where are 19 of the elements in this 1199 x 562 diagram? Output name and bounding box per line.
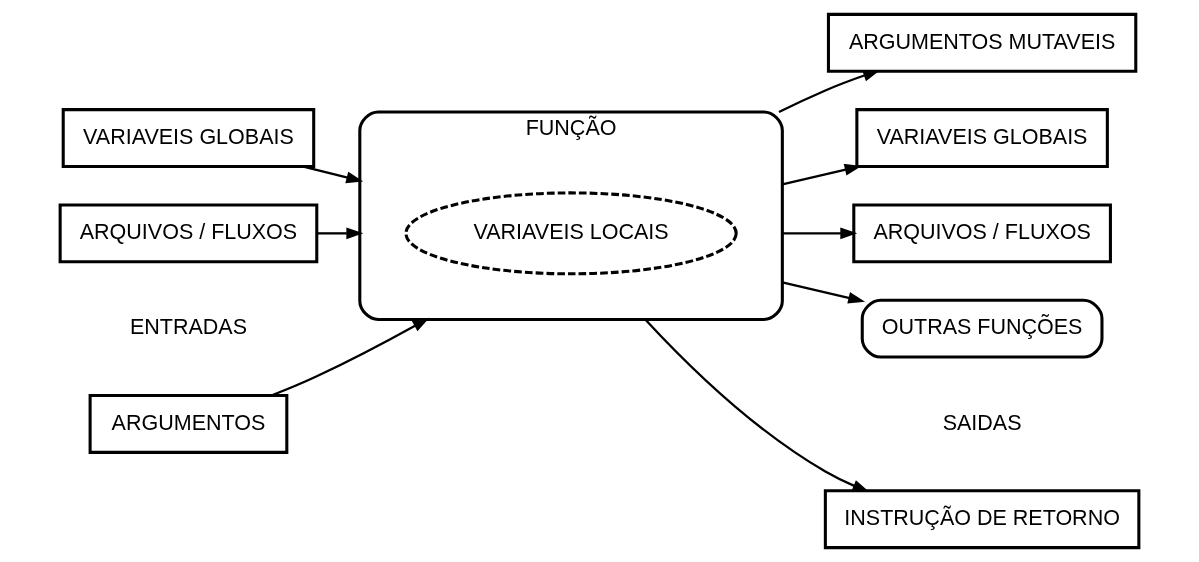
node-box: INSTRUÇÃO DE RETORNO: [823, 489, 1141, 550]
node-box: ARGUMENTOS MUTAVEIS: [826, 12, 1138, 73]
node-box: VARIAVEIS GLOBAIS: [855, 108, 1109, 169]
label: ENTRADAS: [129, 315, 247, 340]
arrow: [303, 165, 364, 184]
node-box: ARGUMENTOS: [88, 393, 289, 454]
arrow: [644, 318, 870, 492]
arrow: [778, 69, 881, 113]
node-box: OUTRAS FUNÇÕES: [860, 298, 1104, 359]
node-box: ARQUIVOS / FLUXOS: [852, 203, 1112, 264]
arrow: [316, 227, 364, 240]
arrow: [782, 281, 866, 304]
arrow: [782, 227, 858, 240]
node-box: VARIAVEIS GLOBAIS: [61, 108, 316, 169]
node-ellipse: VARIAVEIS LOCAIS: [404, 191, 738, 276]
arrow: [271, 317, 430, 397]
node-box: ARQUIVOS / FLUXOS: [58, 203, 319, 264]
arrow: [782, 163, 862, 186]
label: SAIDAS: [942, 410, 1022, 435]
